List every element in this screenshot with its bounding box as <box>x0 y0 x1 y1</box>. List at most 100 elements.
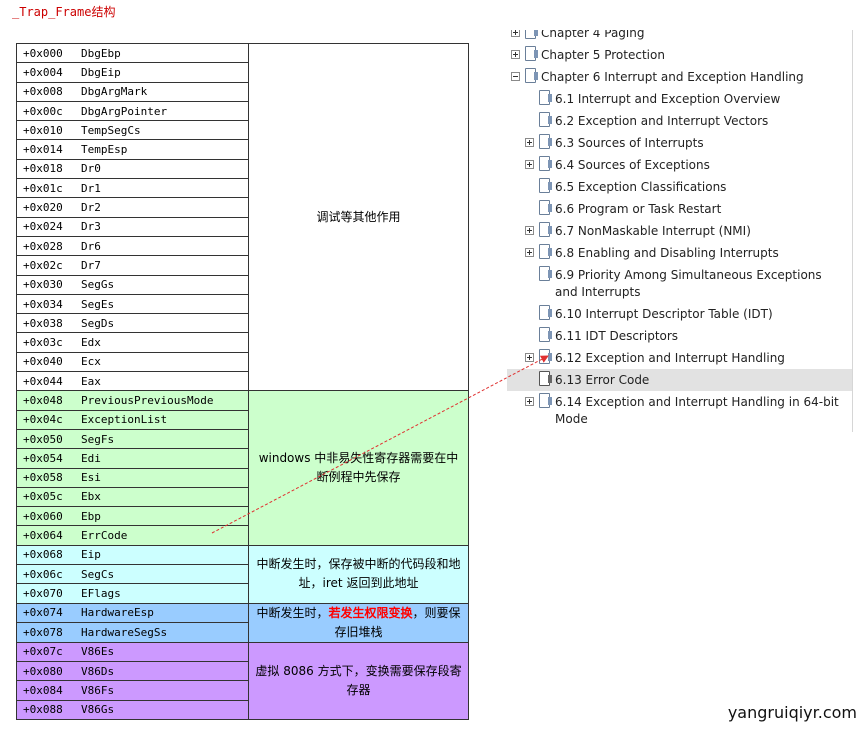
bookmark-item[interactable]: Chapter 6 Interrupt and Exception Handli… <box>507 66 852 88</box>
field-offset: +0x044 <box>23 374 63 388</box>
bookmark-item[interactable]: 6.14 Exception and Interrupt Handling in… <box>507 391 852 430</box>
struct-row: +0x044 Eax <box>16 371 469 392</box>
bookmark-icon <box>539 178 552 193</box>
bookmark-icon <box>539 371 552 386</box>
field-offset: +0x05c <box>23 490 63 504</box>
field-offset: +0x02c <box>23 258 63 272</box>
expand-icon[interactable] <box>525 248 534 257</box>
field-offset: +0x00c <box>23 104 63 118</box>
field-name: Dr0 <box>81 162 101 176</box>
field-name: SegGs <box>81 278 115 292</box>
collapse-icon[interactable] <box>511 72 520 81</box>
bookmark-item[interactable]: 6.1 Interrupt and Exception Overview <box>507 88 852 110</box>
field-name: Dr2 <box>81 201 101 215</box>
field-name: TempSegCs <box>81 123 141 137</box>
expand-icon[interactable] <box>525 353 534 362</box>
field-offset: +0x03c <box>23 336 63 350</box>
field-name: SegCs <box>81 567 115 581</box>
bookmark-label: 6.7 NonMaskable Interrupt (NMI) <box>555 224 751 238</box>
bookmark-icon <box>539 222 552 237</box>
bookmark-item[interactable]: 6.9 Priority Among Simultaneous Exceptio… <box>507 264 852 303</box>
bookmark-item[interactable]: Chapter 5 Protection <box>507 44 852 66</box>
expand-icon[interactable] <box>511 30 520 37</box>
expand-icon[interactable] <box>525 160 534 169</box>
bookmark-item[interactable]: 6.8 Enabling and Disabling Interrupts <box>507 242 852 264</box>
bookmark-icon <box>539 393 552 408</box>
bookmark-icon <box>539 327 552 342</box>
field-name: Esi <box>81 471 101 485</box>
bookmark-item[interactable]: 6.6 Program or Task Restart <box>507 198 852 220</box>
struct-row: +0x058 Esi <box>16 467 469 488</box>
bookmark-icon <box>539 90 552 105</box>
group-note-privilege: 中断发生时，若发生权限变换，则要保存旧堆栈 <box>248 602 469 643</box>
group-note-v86: 虚拟 8086 方式下，变换需要保存段寄存器 <box>248 641 469 721</box>
field-name: V86Gs <box>81 703 115 717</box>
expand-icon[interactable] <box>525 138 534 147</box>
bookmark-item[interactable]: 6.4 Sources of Exceptions <box>507 154 852 176</box>
bookmark-label: 6.11 IDT Descriptors <box>555 329 679 343</box>
expand-icon[interactable] <box>525 397 534 406</box>
expand-icon[interactable] <box>511 50 520 59</box>
field-offset: +0x018 <box>23 162 63 176</box>
field-offset: +0x050 <box>23 432 63 446</box>
struct-row: +0x008 DbgArgMark <box>16 81 469 102</box>
bookmark-item[interactable]: 6.10 Interrupt Descriptor Table (IDT) <box>507 303 852 325</box>
field-offset: +0x068 <box>23 548 63 562</box>
field-name: ExceptionList <box>81 413 168 427</box>
struct-field: +0x03c Edx <box>16 332 249 353</box>
field-offset: +0x058 <box>23 471 63 485</box>
field-offset: +0x080 <box>23 664 63 678</box>
field-name: HardwareEsp <box>81 606 154 620</box>
expand-icon[interactable] <box>525 226 534 235</box>
bookmark-label: 6.5 Exception Classifications <box>555 180 727 194</box>
field-name: Ecx <box>81 355 101 369</box>
field-offset: +0x014 <box>23 143 63 157</box>
bookmark-icon <box>539 156 552 171</box>
bookmark-item[interactable]: 6.5 Exception Classifications <box>507 176 852 198</box>
group-note-part: 若发生权限变换 <box>328 605 413 620</box>
bookmark-item[interactable]: 6.12 Exception and Interrupt Handling <box>507 347 852 369</box>
field-name: PreviousPreviousMode <box>81 393 214 407</box>
bookmark-label: 6.12 Exception and Interrupt Handling <box>555 351 785 365</box>
field-offset: +0x01c <box>23 181 63 195</box>
bookmark-item[interactable]: 6.13 Error Code <box>507 369 852 391</box>
field-name: DbgArgMark <box>81 85 148 99</box>
bookmark-item[interactable]: 6.2 Exception and Interrupt Vectors <box>507 110 852 132</box>
field-name: Eax <box>81 374 101 388</box>
bookmark-item[interactable]: 6.7 NonMaskable Interrupt (NMI) <box>507 220 852 242</box>
bookmark-icon <box>539 200 552 215</box>
field-name: Edx <box>81 336 101 350</box>
struct-field: +0x04c ExceptionList <box>16 409 249 430</box>
struct-field: +0x074 HardwareEsp <box>16 602 249 624</box>
field-offset: +0x038 <box>23 316 63 330</box>
bookmark-item[interactable]: 6.11 IDT Descriptors <box>507 325 852 347</box>
struct-field: +0x044 Eax <box>16 371 249 392</box>
field-offset: +0x074 <box>23 606 63 620</box>
bookmark-icon <box>539 349 552 364</box>
field-offset: +0x008 <box>23 85 63 99</box>
field-name: V86Ds <box>81 664 115 678</box>
bookmark-item[interactable]: Chapter 4 Paging <box>507 30 852 44</box>
struct-field: +0x058 Esi <box>16 467 249 488</box>
field-offset: +0x04c <box>23 413 63 427</box>
field-name: Dr3 <box>81 220 101 234</box>
field-name: V86Es <box>81 645 115 659</box>
bookmark-item[interactable]: 6.3 Sources of Interrupts <box>507 132 852 154</box>
